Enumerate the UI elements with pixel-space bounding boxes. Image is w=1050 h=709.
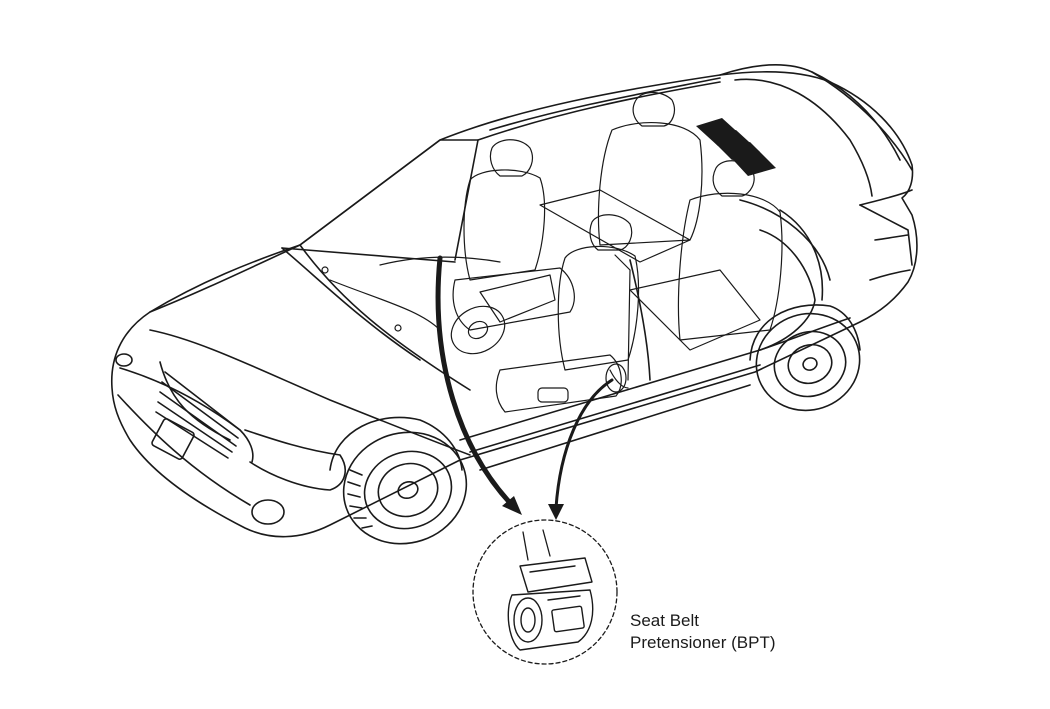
car-front bbox=[115, 353, 346, 525]
rear-seats bbox=[539, 91, 783, 351]
pretensioner-unit bbox=[507, 557, 594, 651]
pretensioner-label-line1: Seat Belt bbox=[630, 611, 699, 630]
location-arrows bbox=[435, 255, 614, 520]
front-seats bbox=[452, 139, 640, 413]
rear-defroster-grid bbox=[696, 118, 776, 176]
arrow-to-front-pretensioner bbox=[435, 255, 515, 508]
pretensioner-label-line2: Pretensioner (BPT) bbox=[630, 633, 776, 652]
arrow-to-side-pretensioner bbox=[554, 378, 614, 510]
pretensioner-detail-callout bbox=[472, 519, 618, 665]
seat-belt-webbing bbox=[605, 254, 631, 393]
pretensioner-label: Seat Belt Pretensioner (BPT) bbox=[630, 610, 776, 654]
dashboard bbox=[321, 256, 506, 355]
car-body bbox=[110, 64, 918, 538]
arrowhead-side bbox=[548, 504, 564, 520]
callout-dashed-circle bbox=[472, 519, 618, 665]
front-wheel bbox=[329, 416, 468, 545]
arrowhead-front bbox=[502, 496, 522, 515]
rear-wheel bbox=[749, 304, 861, 412]
